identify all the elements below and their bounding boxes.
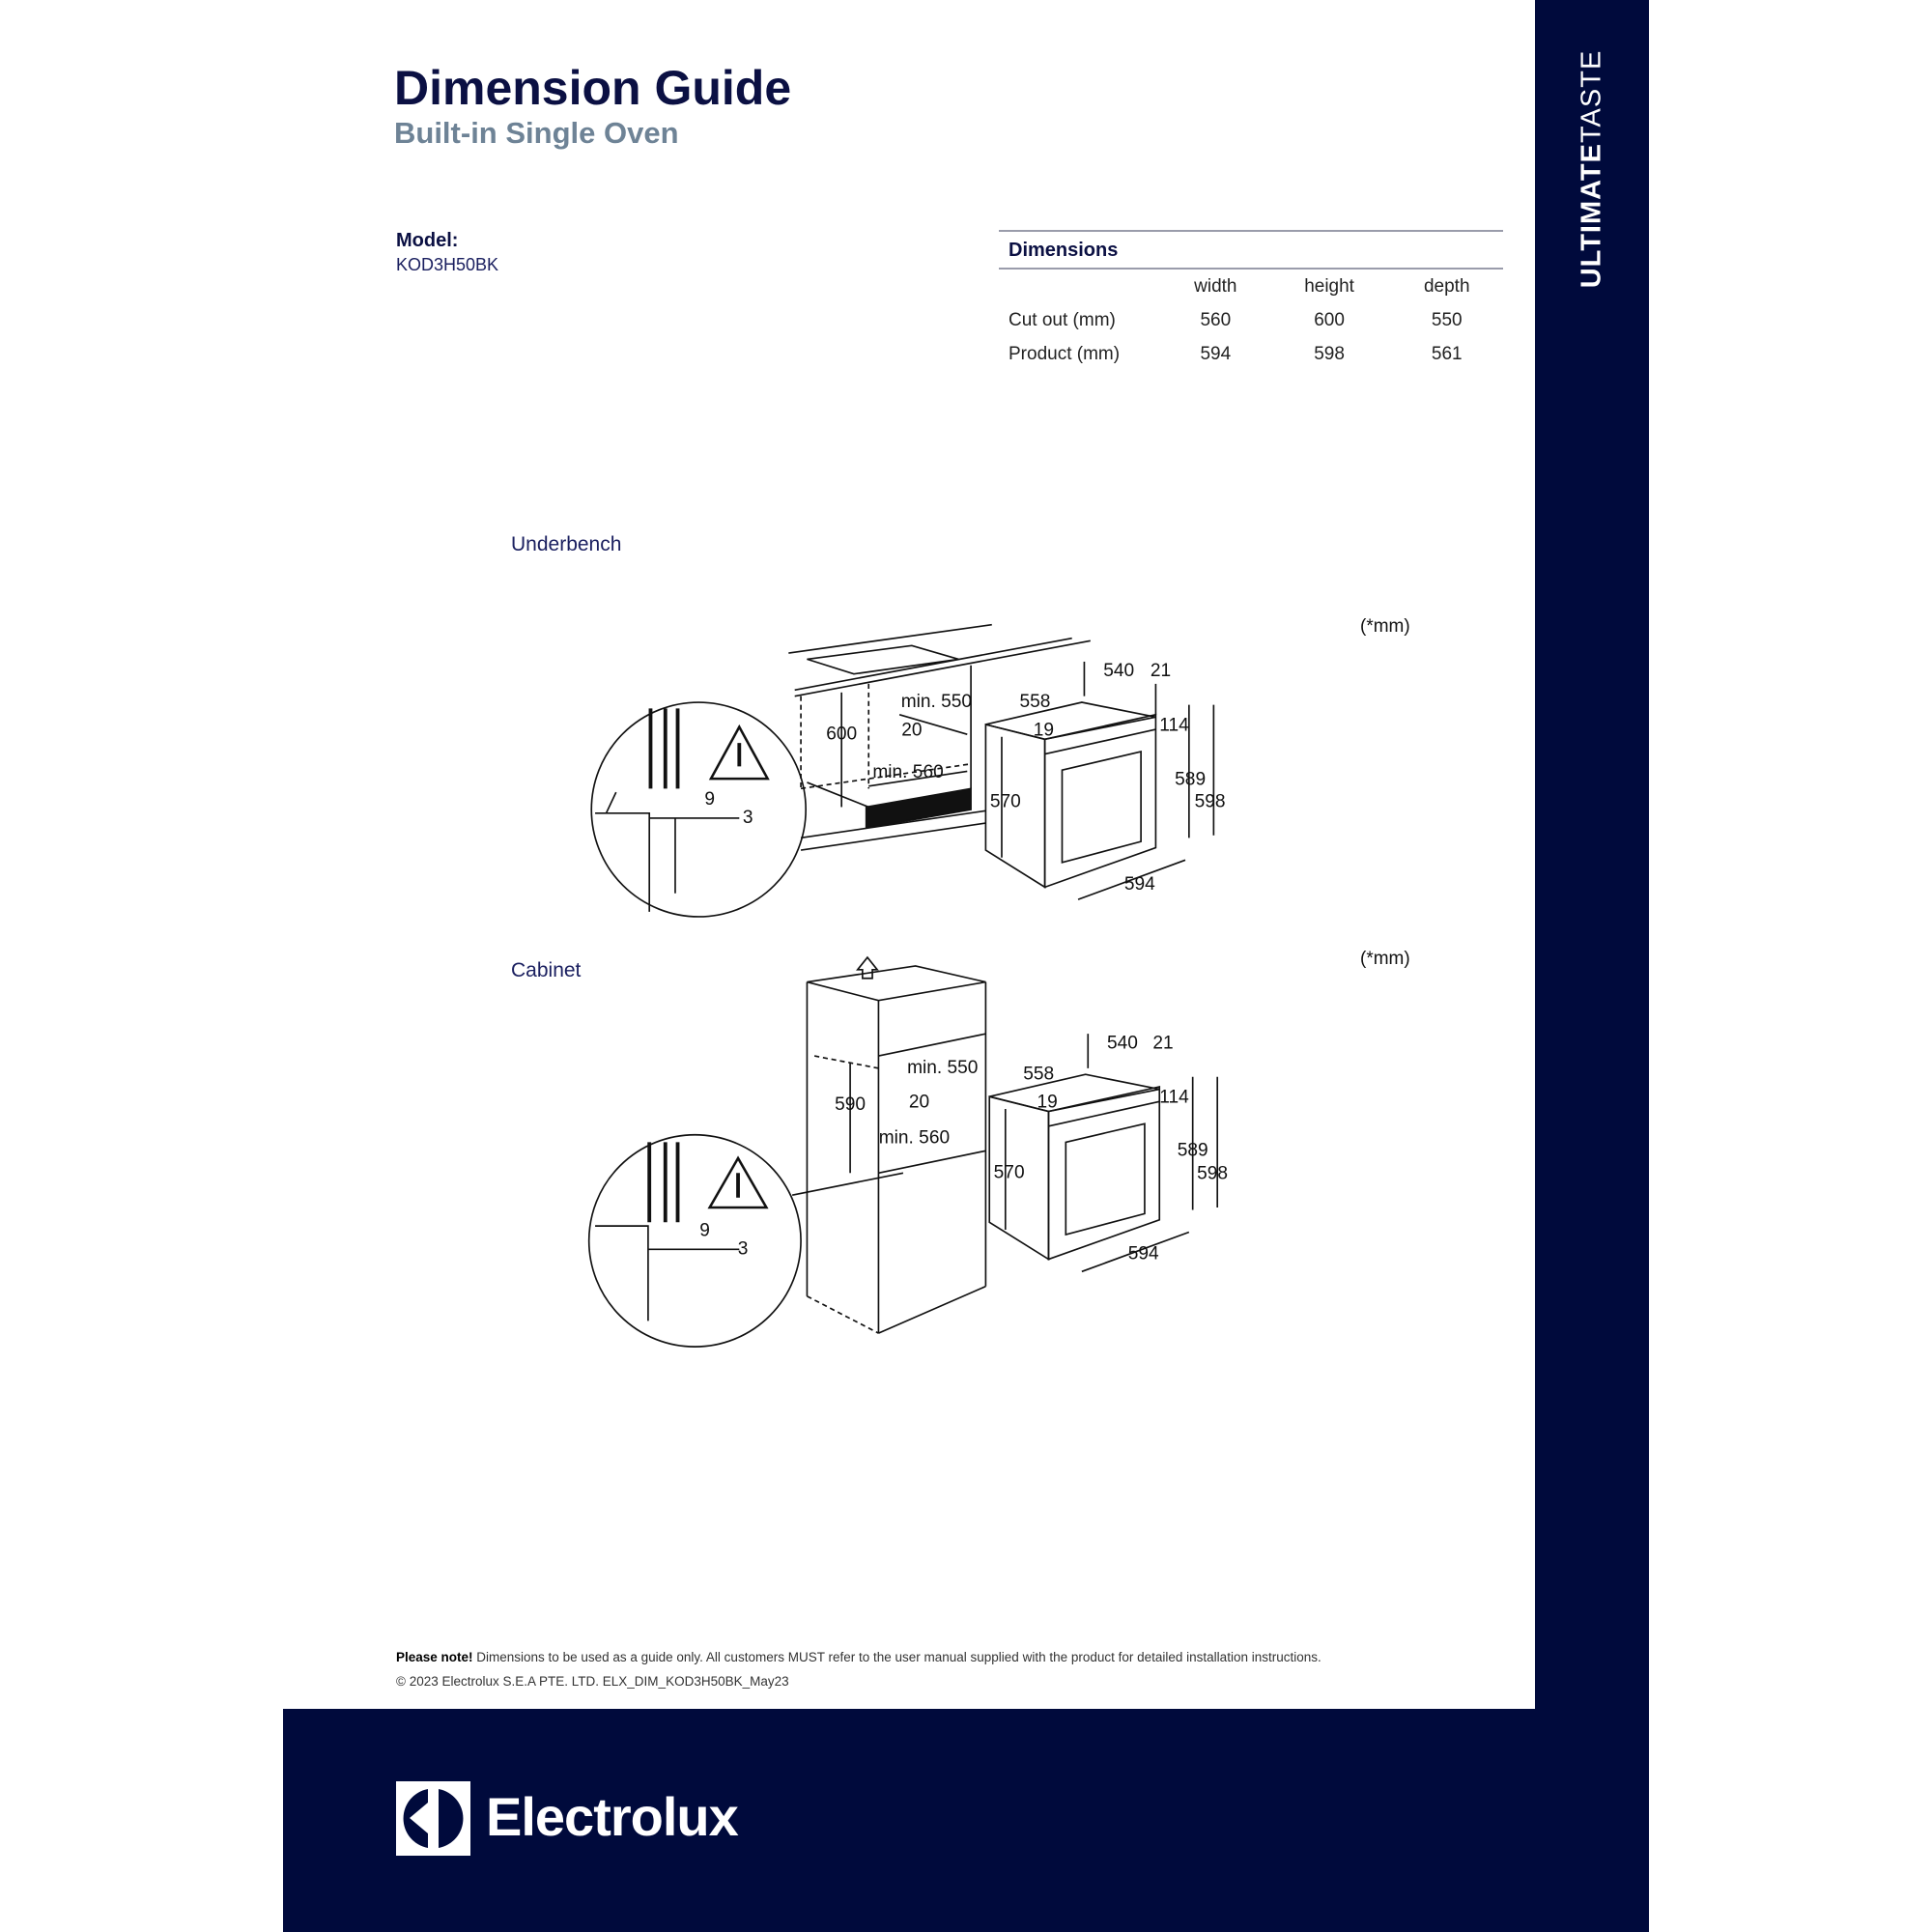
cell: 600 xyxy=(1314,309,1345,330)
brand-sidebar: ULTIMATETASTE xyxy=(1535,0,1649,1709)
column-header: width xyxy=(1194,275,1237,297)
dim-label: 558 xyxy=(1023,1064,1054,1084)
dim-label: 114 xyxy=(1159,1088,1189,1108)
dim-label: 570 xyxy=(990,791,1021,811)
dim-label: 3 xyxy=(738,1238,749,1259)
dim-label: 21 xyxy=(1152,1033,1173,1053)
underbench-diagram xyxy=(590,623,1215,918)
dim-label: 19 xyxy=(1034,720,1054,740)
dimensions-table: Dimensions width height depth Cut out (m… xyxy=(999,230,1503,371)
cell: 550 xyxy=(1431,309,1463,330)
dim-label: 594 xyxy=(1124,874,1155,895)
dim-label: min. 550 xyxy=(907,1058,978,1078)
column-header: depth xyxy=(1423,275,1470,297)
dim-label: 114 xyxy=(1159,715,1189,735)
dim-label: 598 xyxy=(1195,791,1226,811)
dim-label: 589 xyxy=(1175,769,1206,789)
dimensions-title: Dimensions xyxy=(1009,240,1119,261)
copyright: © 2023 Electrolux S.E.A PTE. LTD. ELX_DI… xyxy=(396,1674,789,1689)
model-value: KOD3H50BK xyxy=(396,255,499,274)
cabinet-label: Cabinet xyxy=(511,959,582,981)
dim-label: 540 xyxy=(1107,1033,1138,1053)
brand-name: Electrolux xyxy=(486,1786,739,1847)
cell: 598 xyxy=(1314,343,1345,364)
dim-label: min. 560 xyxy=(879,1128,950,1149)
cabinet-diagram xyxy=(587,955,1219,1348)
model-label: Model: xyxy=(396,230,459,251)
dim-label: 9 xyxy=(704,789,715,810)
underbench-label: Underbench xyxy=(511,533,622,555)
cell: 561 xyxy=(1431,343,1463,364)
dim-label: 20 xyxy=(909,1093,929,1113)
dim-label: 19 xyxy=(1037,1093,1058,1113)
cell: 594 xyxy=(1200,343,1232,364)
dim-label: 21 xyxy=(1151,661,1171,681)
dim-label: 540 xyxy=(1103,661,1134,681)
cabinet-unit: (*mm) xyxy=(1360,949,1410,969)
dim-label: 600 xyxy=(826,724,857,744)
dim-label: 570 xyxy=(994,1162,1025,1182)
cell: 560 xyxy=(1200,309,1232,330)
dim-label: 589 xyxy=(1178,1140,1208,1160)
underbench-unit: (*mm) xyxy=(1360,616,1410,637)
row-label: Product (mm) xyxy=(1009,343,1121,364)
column-header: height xyxy=(1304,275,1354,297)
dim-label: min. 560 xyxy=(872,762,943,782)
electrolux-logo-icon xyxy=(396,1781,470,1856)
page-title: Dimension Guide xyxy=(394,61,792,115)
dim-label: 9 xyxy=(699,1220,710,1240)
disclaimer-note: Please note! Dimensions to be used as a … xyxy=(396,1650,1321,1664)
page-subtitle: Built-in Single Oven xyxy=(394,116,679,150)
table-row: Cut out (mm) 560 600 550 xyxy=(999,303,1503,337)
dim-label: 3 xyxy=(743,808,753,828)
dim-label: 598 xyxy=(1197,1164,1228,1184)
footer-band xyxy=(283,1709,1649,1932)
table-row: Product (mm) 594 598 561 xyxy=(999,337,1503,371)
dim-label: min. 550 xyxy=(901,692,972,712)
table-header-row: width height depth xyxy=(999,270,1503,303)
dim-label: 594 xyxy=(1128,1244,1159,1264)
dim-label: 590 xyxy=(835,1094,866,1115)
row-label: Cut out (mm) xyxy=(1009,309,1116,330)
dim-label: 558 xyxy=(1019,692,1050,712)
dim-label: 20 xyxy=(901,720,922,740)
